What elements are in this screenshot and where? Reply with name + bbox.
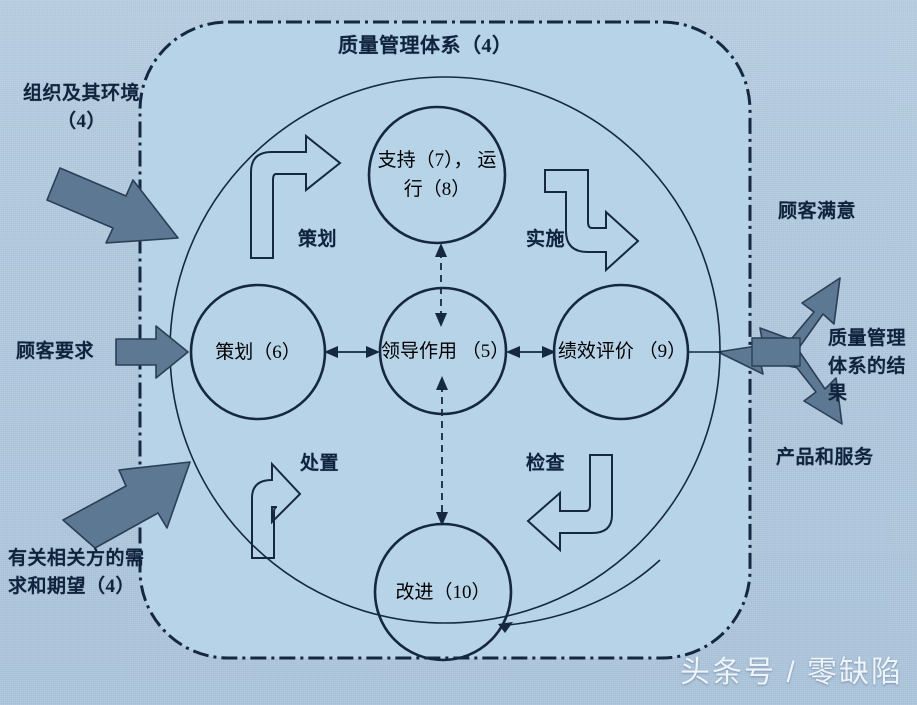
input-arrow-organization-context — [46, 167, 179, 244]
label-organization-context: 组织及其环境 （4） — [22, 83, 140, 132]
connector-arrowhead-improvement-arc — [498, 622, 513, 633]
input-arrow-customer-requirements — [115, 325, 189, 379]
connector-arrowhead-down — [436, 512, 448, 526]
diagram-title: 质量管理体系（4） — [338, 35, 513, 57]
pdca-label-plan: 策划 — [298, 229, 338, 250]
label-products-and-services: 产品和服务 — [776, 447, 874, 468]
pdca-arrow-plan — [250, 133, 342, 259]
output-arrow-cluster — [717, 277, 843, 425]
connector-arrowhead-left-leadership — [506, 346, 520, 358]
connector-arrowhead-down-to-leadership — [435, 313, 447, 327]
connector-arrowhead-right-leadership — [366, 346, 380, 358]
qms-boundary-group — [138, 20, 752, 660]
node-connectors — [324, 243, 722, 633]
node-circle-leadership — [378, 286, 508, 416]
label-customer-satisfaction: 顾客满意 — [778, 201, 857, 222]
label-qms-results: 质量管理 体系的结果 — [828, 328, 907, 405]
connector-arrowhead-up-to-leadership — [436, 376, 448, 390]
node-circle-support-operation — [367, 105, 507, 245]
pdca-label-do: 实施 — [526, 229, 566, 250]
connector-improvement-arc — [507, 559, 661, 626]
pdca-arrow-act — [251, 461, 302, 559]
connector-arrowhead-right-performance — [542, 346, 556, 358]
qms-boundary-rect — [138, 20, 752, 660]
pdca-arrow-check — [526, 454, 613, 553]
watermark: 头条号 / 零缺陷 — [679, 656, 903, 689]
output-arrow-hub — [751, 337, 801, 367]
input-arrow-interested-parties — [62, 461, 191, 549]
pdca-label-check: 检查 — [526, 453, 566, 474]
node-circle-improvement — [373, 522, 513, 662]
connector-arrowhead-left-planning — [324, 346, 338, 358]
pdca-hollow-arrows — [250, 133, 640, 559]
label-interested-parties-needs: 有关相关方的需 求和期望（4） — [8, 548, 145, 597]
label-customer-requirements: 顾客要求 — [16, 341, 95, 362]
pdca-label-act: 处置 — [300, 453, 340, 474]
pdca-arrow-do — [544, 169, 640, 273]
connector-arrowhead-up — [435, 243, 447, 257]
